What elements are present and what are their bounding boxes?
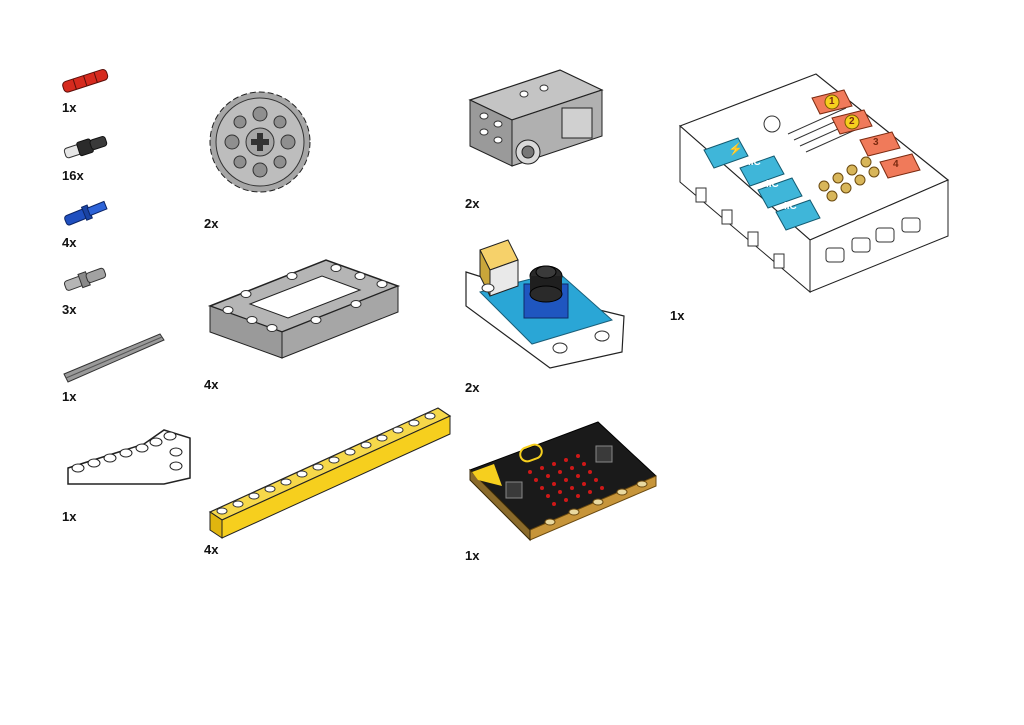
yellow-beam-quantity: 4x (204, 542, 219, 557)
gray-motor-quantity: 2x (465, 196, 480, 211)
blue-axle-pin-image (62, 200, 110, 226)
white-l-beam-image (64, 424, 196, 496)
potentiometer-module-image (462, 232, 628, 374)
port-label-iic-1: IIC (748, 157, 761, 168)
gray-pin-quantity: 3x (62, 302, 77, 317)
gray-axle-quantity: 1x (62, 389, 77, 404)
gray-pin-image (62, 266, 110, 292)
red-connector-pin-quantity: 1x (62, 100, 77, 115)
expansion-board-quantity: 1x (670, 308, 685, 323)
power-symbol: ⚡ (728, 142, 743, 156)
red-connector-pin-image (60, 68, 112, 93)
port-number-4: 4 (893, 159, 899, 170)
gray-motor-image (464, 66, 606, 170)
gray-axle-image (60, 330, 166, 386)
expansion-board-image (676, 72, 954, 300)
black-pin-quantity: 16x (62, 168, 84, 183)
gray-gear-image (206, 86, 314, 198)
iic-tile-3 (775, 199, 821, 231)
port-4-tile (879, 153, 921, 179)
gray-frame-image (206, 254, 402, 364)
gray-gear-quantity: 2x (204, 216, 219, 231)
yellow-beam-image (206, 402, 454, 542)
port-label-iic-2: IIC (766, 179, 779, 190)
gray-frame-quantity: 4x (204, 377, 219, 392)
port-3-tile (859, 131, 901, 157)
white-l-beam-quantity: 1x (62, 509, 77, 524)
microbit-board-image (466, 416, 660, 542)
iic-tile-1 (739, 155, 785, 187)
microbit-board-quantity: 1x (465, 548, 480, 563)
blue-axle-pin-quantity: 4x (62, 235, 77, 250)
potentiometer-module-quantity: 2x (465, 380, 480, 395)
iic-tile-2 (757, 177, 803, 209)
power-tile (703, 137, 749, 169)
black-pin-image (62, 134, 110, 160)
port-number-2: 2 (849, 116, 855, 127)
port-number-3: 3 (873, 137, 879, 148)
port-label-iic-3: IIC (784, 201, 797, 212)
port-number-1: 1 (829, 96, 835, 107)
